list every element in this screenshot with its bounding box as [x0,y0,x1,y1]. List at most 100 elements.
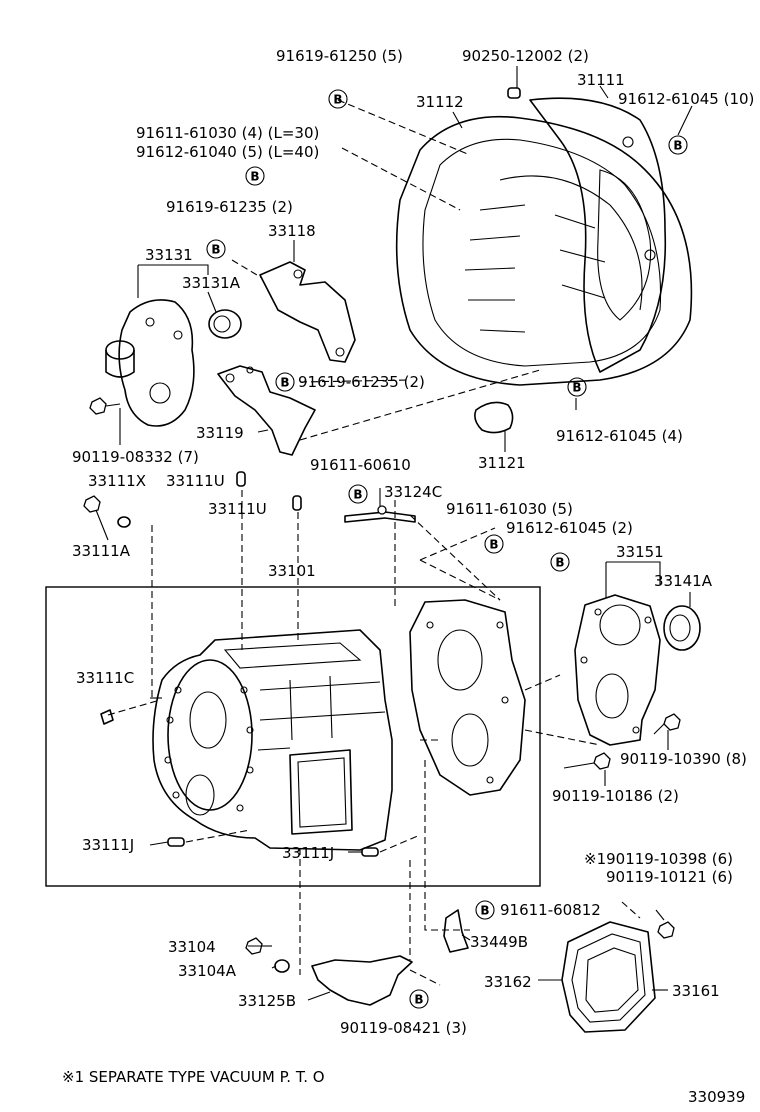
label-91619-61235-b: 91619-61235 (2) [298,373,425,391]
oil-seal-33131A [208,309,242,339]
bracket-33449B [443,909,469,953]
dowel-pin-90250 [507,87,521,99]
svg-text:B: B [353,488,362,502]
b-mark-10: B [475,900,495,920]
label-31111: 31111 [577,71,625,89]
label-90119-10186: 90119-10186 (2) [552,787,679,805]
label-33104: 33104 [168,938,216,956]
gasket-33111A [117,516,131,528]
main-case-frame [45,586,541,887]
plug-33111X [83,495,101,513]
part-number-labels: 91619-61250 (5) 90250-12002 (2) 31111 31… [72,47,754,1037]
dowel-33111J-b [361,847,379,857]
svg-text:B: B [414,993,423,1007]
label-31121: 31121 [478,454,526,472]
b-mark-5: B [275,372,295,392]
b-mark-3: B [245,166,265,186]
bolt-90119-10121 [655,909,675,939]
label-90119-10390: 90119-10390 (8) [620,750,747,768]
label-33141A: 33141A [654,572,713,590]
label-91612-61045-10: 91612-61045 (10) [618,90,754,108]
b-mark-11: B [409,989,429,1009]
svg-text:B: B [555,556,564,570]
b-mark-8: B [484,534,504,554]
svg-text:B: B [333,93,342,107]
label-91611-61030-5: 91611-61030 (5) [446,500,573,518]
label-91611-61030-4: 91611-61030 (4) (L=30) [136,124,319,142]
label-33101: 33101 [268,562,316,580]
label-33111U-a: 33111U [166,472,225,490]
b-mark-6: B [567,377,587,397]
plate-33124C [344,505,416,523]
pin-33111U-b [292,495,302,511]
label-33162: 33162 [484,973,532,991]
label-90119-08421: 90119-08421 (3) [340,1019,467,1037]
label-33118: 33118 [268,222,316,240]
bearing-retainer-33131 [105,299,195,427]
bolt-90119-08332 [89,397,121,415]
label-31112: 31112 [416,93,464,111]
svg-text:B: B [280,376,289,390]
footnote: ※1 SEPARATE TYPE VACUUM P. T. O [62,1068,325,1086]
b-mark-2: B [668,135,688,155]
label-33111A: 33111A [72,542,131,560]
bracket-33118 [259,261,356,363]
label-33125B: 33125B [238,992,296,1010]
pin-33111U-a [236,471,246,487]
label-90119-08332: 90119-08332 (7) [72,448,199,466]
cover-33125B [311,955,413,1006]
clutch-housing-31111 [529,97,667,373]
label-33111C: 33111C [76,669,134,687]
bolt-90119-10390 [653,713,681,735]
svg-text:B: B [480,904,489,918]
bracket-33119 [217,365,316,456]
diagram-number: 330939 [688,1088,745,1106]
b-mark-1: B [328,89,348,109]
label-33124C: 33124C [384,483,442,501]
label-91611-60812: 91611-60812 [500,901,601,919]
label-90119-10121: 90119-10121 (6) [606,868,733,886]
transmission-case-33101 [152,629,393,851]
label-91612-61045-4: 91612-61045 (4) [556,427,683,445]
adapter-33151 [574,594,661,746]
svg-text:B: B [489,538,498,552]
b-mark-9: B [550,552,570,572]
label-33111J-a: 33111J [82,836,134,854]
label-33119: 33119 [196,424,244,442]
label-33111J-b: 33111J [282,844,334,862]
clutch-housing-31112 [395,115,693,386]
svg-text:B: B [211,243,220,257]
washer-33104A [274,959,290,973]
label-91619-61235-a: 91619-61235 (2) [166,198,293,216]
cover-gasket-33162 [561,921,656,1033]
label-33111U-b: 33111U [208,500,267,518]
label-33111X: 33111X [88,472,146,490]
plug-33111C [100,709,114,725]
svg-text:B: B [572,381,581,395]
b-mark-7: B [348,484,368,504]
label-33131: 33131 [145,246,193,264]
oil-seal-33141A [663,605,701,651]
svg-text:B: B [673,139,682,153]
label-33131A: 33131A [182,274,241,292]
dowel-33111J-a [167,837,185,847]
label-91611-60610: 91611-60610 [310,456,411,474]
label-90250-12002: 90250-12002 (2) [462,47,589,65]
cover-31121 [474,401,514,434]
bolt-90119-10186 [563,752,611,770]
label-91612-61045-2: 91612-61045 (2) [506,519,633,537]
label-190119-10398: ※190119-10398 (6) [584,850,733,868]
b-mark-4: B [206,239,226,259]
label-91612-61040-5: 91612-61040 (5) (L=40) [136,143,319,161]
leader-lines [95,66,693,1001]
label-91619-61250: 91619-61250 (5) [276,47,403,65]
svg-text:B: B [250,170,259,184]
bolt-mark-circles: B B B B B B B B B B B [206,89,688,1009]
label-33151: 33151 [616,543,664,561]
assembly-dashed-lines [107,99,641,986]
label-33161: 33161 [672,982,720,1000]
cover-33161 [585,947,639,1013]
intermediate-plate [409,599,526,796]
label-33104A: 33104A [178,962,237,980]
